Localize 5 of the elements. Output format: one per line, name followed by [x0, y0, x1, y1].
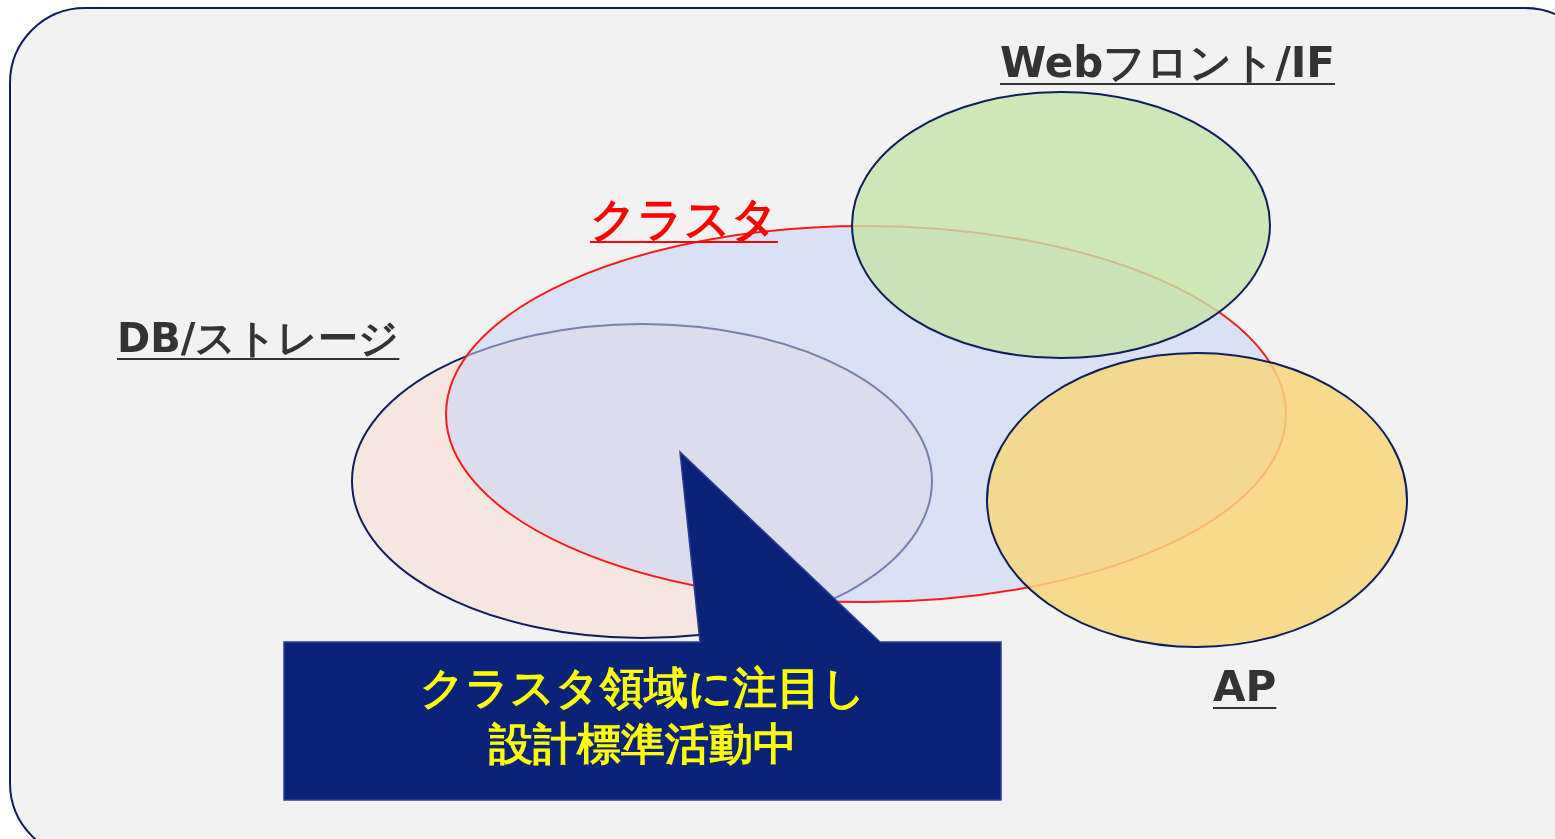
ellipse-heading: AP: [1213, 666, 1277, 708]
ellipse-heading: クラスタ: [590, 196, 778, 242]
ellipse-heading: Webフロント/IF: [1000, 42, 1336, 84]
callout-text: クラスタ領域に注目し設計標準活動中: [418, 661, 867, 771]
ellipse-heading: DB/ストレージ: [117, 318, 400, 358]
